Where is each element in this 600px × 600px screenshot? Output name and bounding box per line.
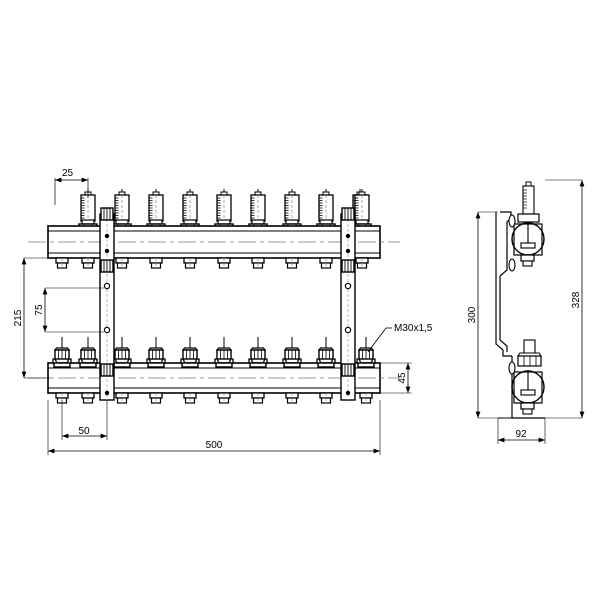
dimension-45-label: 45 xyxy=(397,372,408,384)
dimension-25: 25 xyxy=(54,168,89,205)
dimension-300-label: 300 xyxy=(467,306,478,323)
dimension-328-label: 328 xyxy=(571,291,582,308)
front-view: 25 215 75 50 500 xyxy=(13,168,433,455)
dimension-92: 92 xyxy=(497,418,546,444)
dimension-215: 215 xyxy=(13,257,50,379)
dimension-500-label: 500 xyxy=(206,440,223,451)
side-bracket-spine xyxy=(495,212,512,357)
dimension-75: 75 xyxy=(34,287,104,333)
dimension-500: 500 xyxy=(47,400,381,455)
bracket-right xyxy=(340,207,356,401)
lower-manifold-rail xyxy=(28,362,400,394)
side-lower-assembly xyxy=(498,339,545,419)
annotation-thread-label: M30x1,5 xyxy=(394,323,433,334)
dimension-92-label: 92 xyxy=(515,429,527,440)
bracket-left xyxy=(99,207,115,401)
dimension-50-label: 50 xyxy=(78,426,90,437)
dimension-75-label: 75 xyxy=(34,304,45,316)
side-upper-assembly xyxy=(499,181,545,277)
dimension-50: 50 xyxy=(61,400,108,440)
dimension-328: 328 xyxy=(545,179,585,419)
dimension-45: 45 xyxy=(380,362,412,394)
dimension-215-label: 215 xyxy=(13,309,24,326)
annotation-thread: M30x1,5 xyxy=(367,323,433,353)
dimension-300: 300 xyxy=(467,211,498,419)
dimension-25-label: 25 xyxy=(62,168,74,179)
flowmeter-row xyxy=(78,188,372,230)
side-view: 300 328 92 xyxy=(467,179,585,444)
